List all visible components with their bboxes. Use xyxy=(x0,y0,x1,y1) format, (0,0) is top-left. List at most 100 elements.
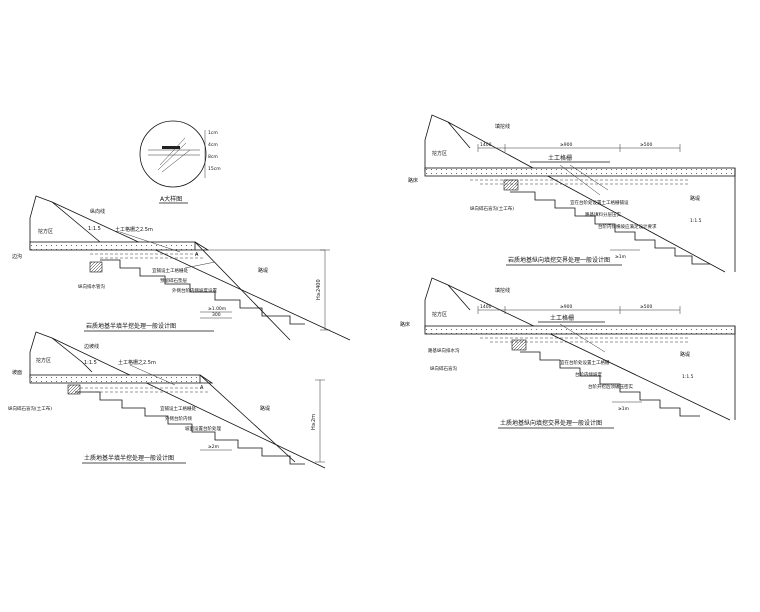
detail-a: 1cm 4cm 8cm 15cm A大样图 xyxy=(139,120,221,204)
geogrid-label: 土工格栅之2.5m xyxy=(118,359,156,366)
edge-label: 路床 xyxy=(408,177,418,184)
dim-label: 1400 xyxy=(480,304,492,310)
pavement-fill xyxy=(30,242,195,250)
detail-label: 1cm xyxy=(208,130,218,136)
roadbed-label: 路堤 xyxy=(260,405,270,412)
terrain-line xyxy=(29,195,101,250)
dim-label: ≥500 xyxy=(640,304,652,310)
detail-label: 4cm xyxy=(208,142,218,148)
note: 宜在台阶处设置土工格栅 xyxy=(560,359,610,366)
roadbed-label: 路堤 xyxy=(258,267,268,274)
drawing-title: 岩质地基半填半挖处理一般设计图 xyxy=(86,322,176,330)
ground-line xyxy=(51,201,351,341)
dim-label: ≥2m xyxy=(208,444,219,450)
detail-leader xyxy=(157,142,187,171)
ditch-label: 路基纵向排水沟 xyxy=(428,347,460,354)
note: 宜在台阶处设置土工格栅铺设 xyxy=(570,199,629,206)
sideslope-label: 纵向线 xyxy=(90,208,105,215)
bench-steps xyxy=(75,391,305,465)
geogrid-label: 土工格栅之2.5m xyxy=(115,226,153,233)
roadbed-label: 路堤 xyxy=(680,351,690,358)
note: 路基填料分层压实 xyxy=(585,211,621,218)
bench-steps xyxy=(520,351,700,417)
a-mark: A xyxy=(200,385,204,391)
note: 台阶开挖后须碾压密实 xyxy=(588,383,633,390)
dim-label: ≥1.00m xyxy=(208,306,226,312)
pavement-fill xyxy=(425,326,735,334)
leader xyxy=(184,261,216,269)
note: 台阶内倾坡度 xyxy=(575,371,602,378)
leader xyxy=(129,364,176,386)
leader xyxy=(559,164,601,196)
note: 台阶内倾横坡应满足设计要求 xyxy=(598,223,657,230)
detail-leader xyxy=(159,137,186,166)
drain-ditch xyxy=(89,261,103,273)
detail-caption: A大样图 xyxy=(160,195,182,203)
dim-label: 1:1.5 xyxy=(88,226,101,232)
pavement-fill xyxy=(425,168,735,176)
dim-label: ≥500 xyxy=(640,142,652,148)
terrain-line xyxy=(29,331,93,378)
dim-label: 1:1.5 xyxy=(682,374,694,380)
dim-label: 1400 xyxy=(480,142,492,148)
drain-ditch xyxy=(67,384,81,395)
drawing-title: 土质地基半填半挖处理一般设计图 xyxy=(84,454,174,462)
ditch-label: 纵向排水管沟 xyxy=(78,283,105,290)
region-label: 挖方区 xyxy=(36,357,51,364)
geogrid-mark xyxy=(162,146,180,149)
note: 宜铺设土工格栅处 xyxy=(152,267,188,274)
note: 外侧台阶内侧坡度设置 xyxy=(172,287,217,294)
pavement-fill xyxy=(30,375,200,383)
pavement-edge xyxy=(199,374,214,384)
note: 坡面设置台阶处理 xyxy=(185,425,221,432)
leader xyxy=(569,164,609,191)
note: 宜铺设土工格栅处 xyxy=(160,405,196,412)
ditch-label: 纵向碎石盲沟(土工布) xyxy=(470,205,514,212)
drawing-1: 挖方区 纵向线 1:1.5 土工格栅之2.5m 边沟 纵向排水管沟 A 路堤 宜… xyxy=(12,195,351,341)
terrain-line xyxy=(424,114,471,172)
drawing-2: 挖方区 边坡线 1:1.5 土工格栅之2.5m 坡面 纵向碎石盲沟(土工布) A… xyxy=(8,331,326,469)
roadbed-label: 路堤 xyxy=(690,195,700,202)
ground-line xyxy=(447,121,726,273)
drain-ditch xyxy=(503,179,519,191)
geogrid-label: 土工格栅 xyxy=(550,314,574,322)
region-label: 挖方区 xyxy=(432,311,447,318)
detail-circle xyxy=(139,120,207,188)
sideslope-label: 边坡线 xyxy=(84,343,99,350)
edge-label: 坡面 xyxy=(12,369,22,376)
dim-label: 1:1.5 xyxy=(690,218,702,224)
region-label: 挖方区 xyxy=(432,150,447,157)
embankment-slope xyxy=(194,241,291,341)
drawing-title: 土质地基纵向填挖交界处理一般设计图 xyxy=(500,419,602,427)
ground-line xyxy=(51,337,326,469)
ditch-label: 纵向碎石盲沟 xyxy=(430,365,457,372)
ground-line xyxy=(447,284,731,421)
leader xyxy=(119,231,181,253)
drawing-title: 岩质地基纵向填挖交界处理一般设计图 xyxy=(508,256,610,264)
dim-label: ≥1m xyxy=(618,406,629,412)
vertical-label: H≥2400 xyxy=(316,279,322,300)
note: 外侧台阶内倾 xyxy=(165,415,192,422)
dim-label: 300 xyxy=(212,312,221,318)
dim-label: ≥900 xyxy=(560,304,572,310)
geogrid-label: 土工格栅 xyxy=(548,154,572,162)
a-mark: A xyxy=(195,252,199,258)
dim-label: 1:1.5 xyxy=(84,360,97,366)
drain-ditch xyxy=(511,339,527,351)
bench-steps xyxy=(100,259,305,325)
region-label: 挖方区 xyxy=(38,228,53,235)
sideslope-label: 填挖线 xyxy=(495,287,510,294)
detail-label: 15cm xyxy=(208,166,221,172)
bench-steps xyxy=(510,191,710,265)
detail-leader xyxy=(161,149,191,173)
detail-label: 8cm xyxy=(208,154,218,160)
ditch-label: 纵向碎石盲沟(土工布) xyxy=(8,405,52,412)
dim-label: ≥900 xyxy=(560,142,572,148)
embankment-slope xyxy=(199,374,296,463)
terrain-line xyxy=(424,277,471,330)
leader xyxy=(559,323,606,353)
drawing-3: 填挖线 挖方区 路床 1400 ≥900 ≥500 土工格栅 纵向碎石盲沟(土工… xyxy=(408,114,736,273)
edge-label: 路床 xyxy=(400,321,410,328)
